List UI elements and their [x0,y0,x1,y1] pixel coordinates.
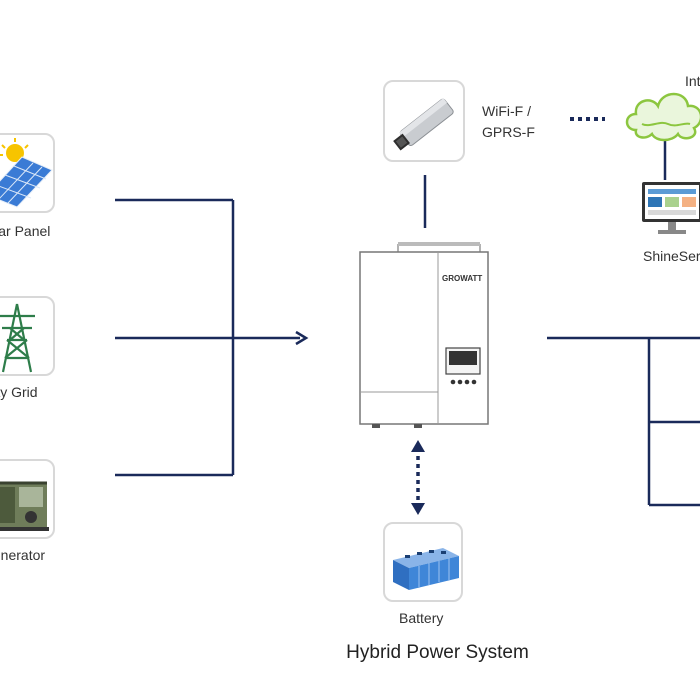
wifi-dongle-icon [393,98,454,151]
generator-icon [0,481,49,531]
solar-panel-label: Solar Panel [0,223,51,239]
arrow-down-battery [411,503,425,515]
internet-cloud-icon [625,92,700,142]
diagram-title: Hybrid Power System [346,642,529,663]
shineserver-label: ShineServer [643,248,700,264]
battery-icon [393,548,459,590]
arrow-head-grid [295,330,309,346]
monitor-icon [642,182,700,234]
arrow-up-battery [411,440,425,452]
generator-tile [0,459,55,539]
wifi-module-tile [383,80,465,162]
battery-tile [383,522,463,602]
utility-grid-label: Utility Grid [0,384,38,400]
solar-panel-icon [0,138,53,208]
solar-panel-tile [0,133,55,213]
utility-grid-tile [0,296,55,376]
wifi-label-line2: GPRS-F [482,124,535,140]
internet-label: Internet [685,73,700,89]
transmission-tower-icon [0,303,35,373]
hybrid-inverter: GROWATT [358,242,490,428]
wifi-label-line1: WiFi-F / [482,103,531,119]
inverter-brand: GROWATT [442,274,483,283]
battery-label: Battery [399,610,444,626]
generator-label: Generator [0,547,46,563]
